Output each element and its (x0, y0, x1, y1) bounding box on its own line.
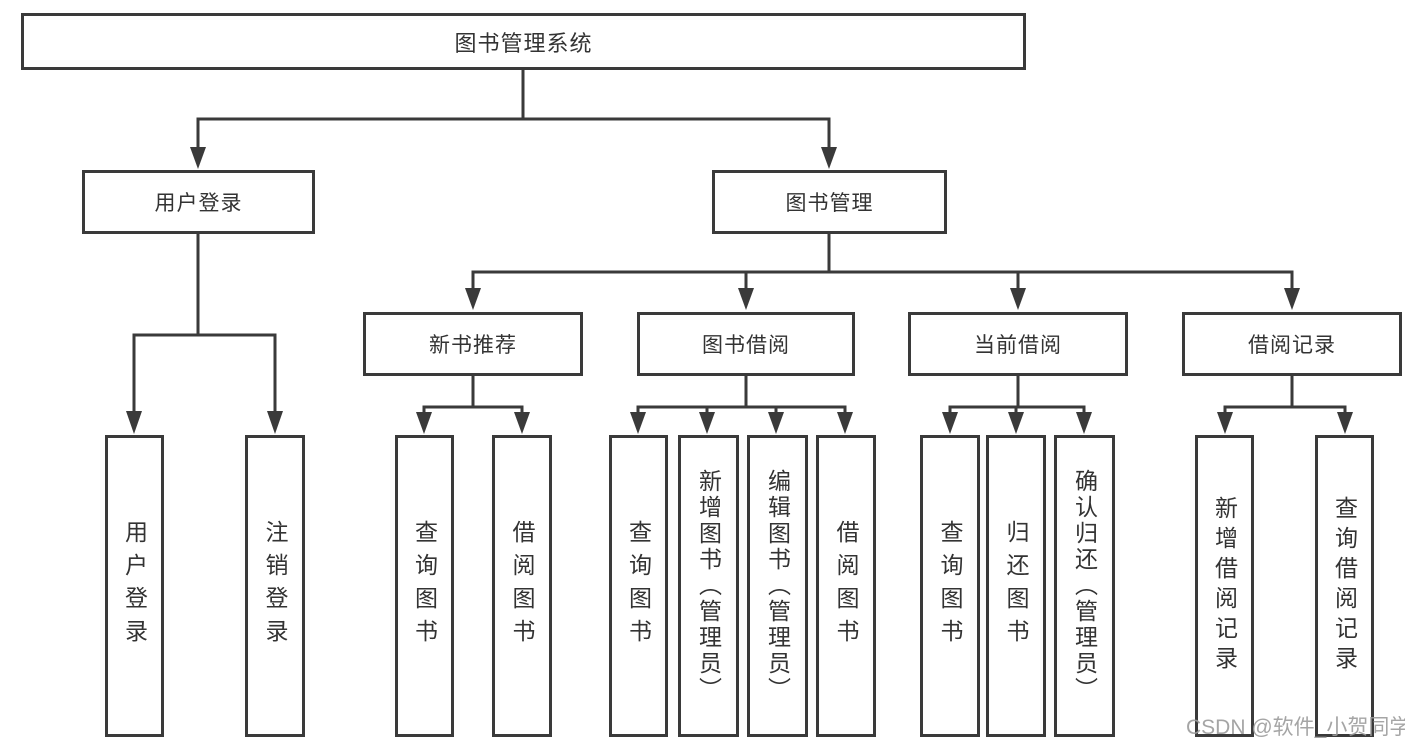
node-label: 查询图书 (411, 520, 438, 652)
arrowhead (1337, 412, 1353, 434)
arrowhead (1284, 288, 1300, 310)
arrowhead (837, 412, 853, 434)
leaf-query-book-current: 查询图书 (920, 435, 980, 737)
arrowhead (1010, 288, 1026, 310)
node-book-management: 图书管理 (712, 170, 947, 234)
node-label: 借阅图书 (509, 520, 535, 652)
node-label: 注销登录 (262, 520, 288, 652)
arrowhead (126, 411, 142, 434)
leaf-user-login: 用户登录 (105, 435, 164, 737)
node-label: 确认归还（管理员） (1071, 469, 1098, 703)
node-label: 图书管理 (785, 192, 874, 215)
node-label: 新增图书（管理员） (695, 469, 722, 703)
arrowhead (267, 411, 283, 434)
node-current-borrow: 当前借阅 (908, 312, 1128, 376)
node-label: 查询图书 (625, 520, 652, 652)
node-label: 新书推荐 (429, 334, 517, 357)
node-label: 查询图书 (937, 520, 963, 652)
arrowhead (190, 147, 206, 169)
leaf-borrow-book: 借阅图书 (816, 435, 876, 737)
arrowhead (465, 288, 481, 310)
arrowhead (768, 412, 784, 434)
node-book-borrow: 图书借阅 (637, 312, 855, 376)
arrowhead (1076, 412, 1092, 434)
node-label: 新增借阅记录 (1211, 496, 1238, 676)
leaf-return-book: 归还图书 (986, 435, 1046, 737)
leaf-query-book-borrow: 查询图书 (609, 435, 668, 737)
leaf-add-borrow-record: 新增借阅记录 (1195, 435, 1254, 737)
node-user-login: 用户登录 (82, 170, 315, 234)
arrowhead (416, 412, 432, 434)
node-borrow-records: 借阅记录 (1182, 312, 1402, 376)
node-new-book-recommend: 新书推荐 (363, 312, 583, 376)
arrowhead (1217, 412, 1233, 434)
arrowhead (1008, 412, 1024, 434)
node-label: 图书管理系统 (454, 30, 593, 56)
leaf-confirm-return-admin: 确认归还（管理员） (1054, 435, 1115, 737)
node-label: 借阅记录 (1248, 334, 1336, 357)
node-label: 查询借阅记录 (1331, 496, 1358, 676)
leaf-query-book-recommend: 查询图书 (395, 435, 454, 737)
arrowhead (821, 147, 837, 169)
node-label: 编辑图书（管理员） (764, 469, 791, 703)
node-label: 用户登录 (154, 192, 243, 215)
node-label: 归还图书 (1003, 520, 1029, 652)
leaf-query-borrow-record: 查询借阅记录 (1315, 435, 1374, 737)
arrowhead (738, 288, 754, 310)
node-label: 借阅图书 (833, 520, 859, 652)
node-library-management-system: 图书管理系统 (21, 13, 1026, 70)
arrowhead (514, 412, 530, 434)
node-label: 当前借阅 (974, 334, 1062, 357)
arrowhead (699, 412, 715, 434)
leaf-edit-book-admin: 编辑图书（管理员） (747, 435, 808, 737)
node-label: 图书借阅 (702, 334, 790, 357)
csdn-watermark: CSDN @软件_小贺同学 (1186, 716, 1405, 739)
arrowhead (630, 412, 646, 434)
node-label: 用户登录 (121, 520, 148, 652)
arrowhead (942, 412, 958, 434)
leaf-borrow-book-recommend: 借阅图书 (492, 435, 552, 737)
leaf-logout: 注销登录 (245, 435, 305, 737)
leaf-add-book-admin: 新增图书（管理员） (678, 435, 739, 737)
